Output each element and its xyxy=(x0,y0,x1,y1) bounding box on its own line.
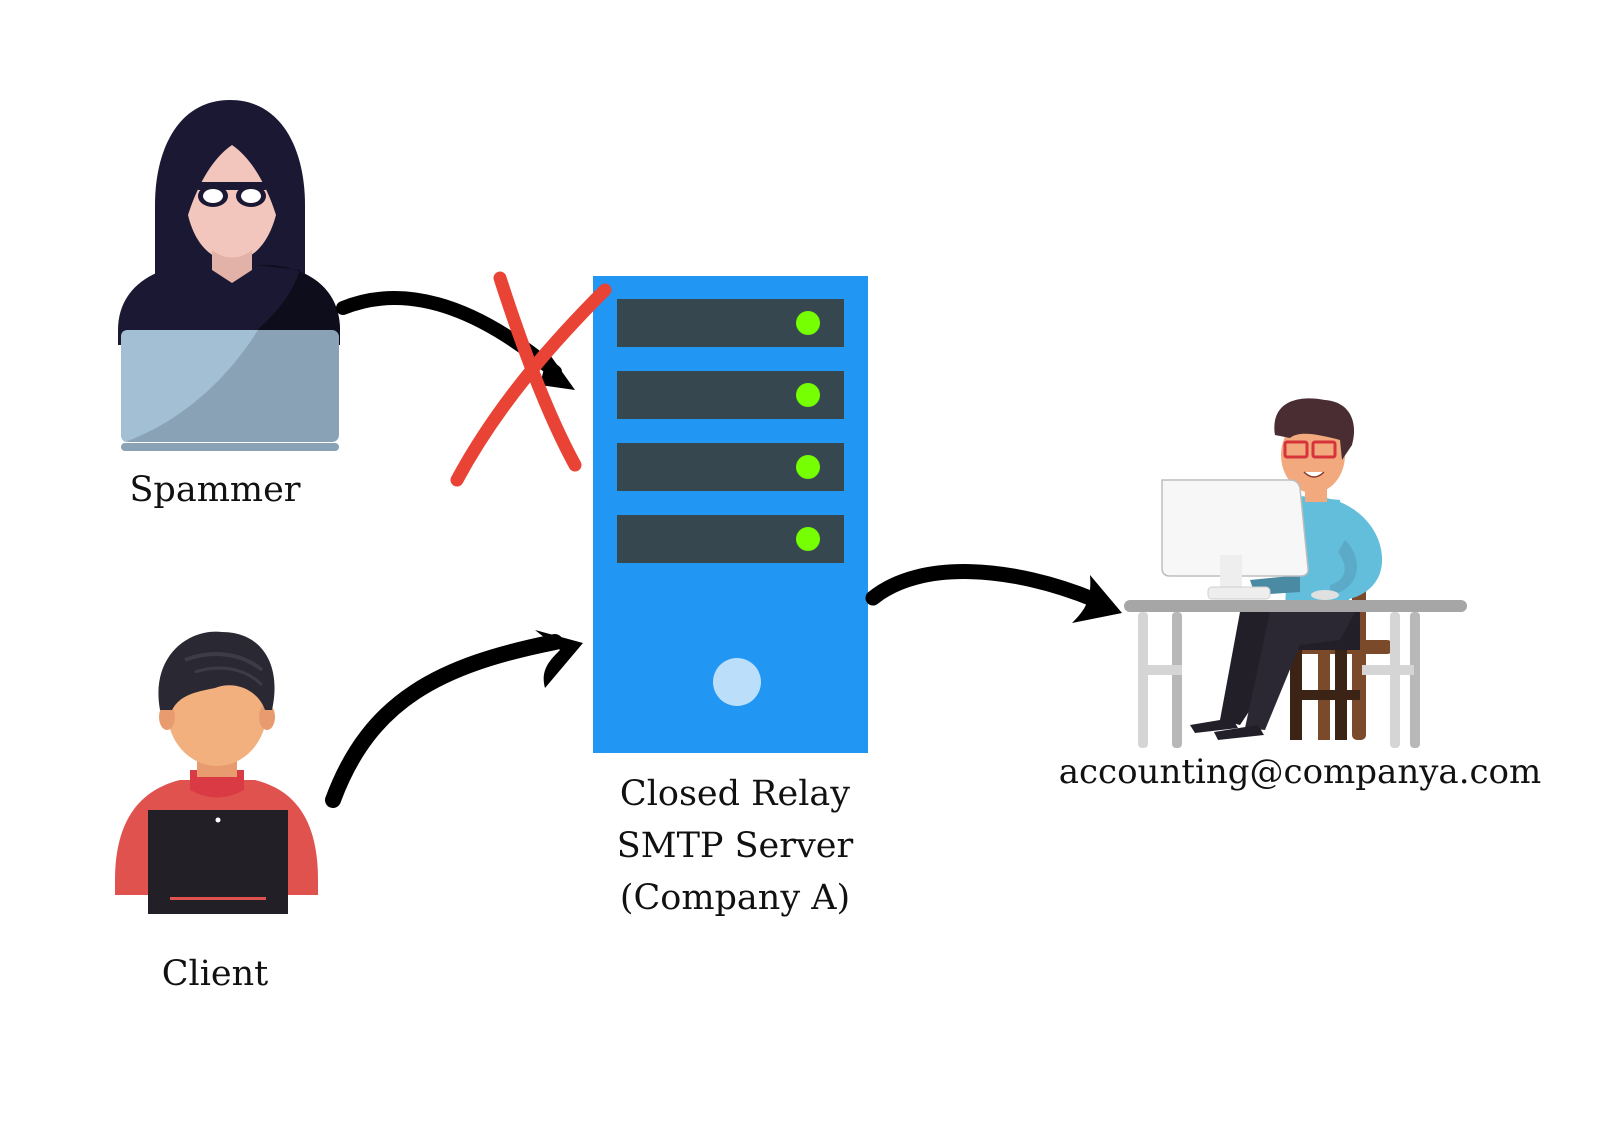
recipient-email-label: accounting@companya.com xyxy=(1058,752,1542,792)
power-button xyxy=(713,658,761,706)
server-icon xyxy=(593,276,868,753)
drive-bay xyxy=(617,515,844,563)
blocked-x-icon xyxy=(450,271,612,487)
client-label: Client xyxy=(161,954,269,994)
status-light xyxy=(796,383,820,407)
status-light xyxy=(796,311,820,335)
spammer-label: Spammer xyxy=(129,470,301,510)
server-label: Closed Relay SMTP Server (Company A) xyxy=(585,768,885,924)
drive-bay xyxy=(617,371,844,419)
status-light xyxy=(796,527,820,551)
arrow-server-to-recipient xyxy=(865,564,1122,623)
spammer-icon xyxy=(118,100,340,451)
server-label-line: (Company A) xyxy=(619,878,851,918)
drive-bay xyxy=(617,299,844,347)
client-icon xyxy=(115,631,318,914)
recipient-icon xyxy=(1124,398,1467,748)
server-label-line: SMTP Server xyxy=(616,826,854,866)
arrow-client-to-server xyxy=(325,630,583,808)
drive-bay xyxy=(617,443,844,491)
status-light xyxy=(796,455,820,479)
server-label-line: Closed Relay xyxy=(619,774,851,814)
